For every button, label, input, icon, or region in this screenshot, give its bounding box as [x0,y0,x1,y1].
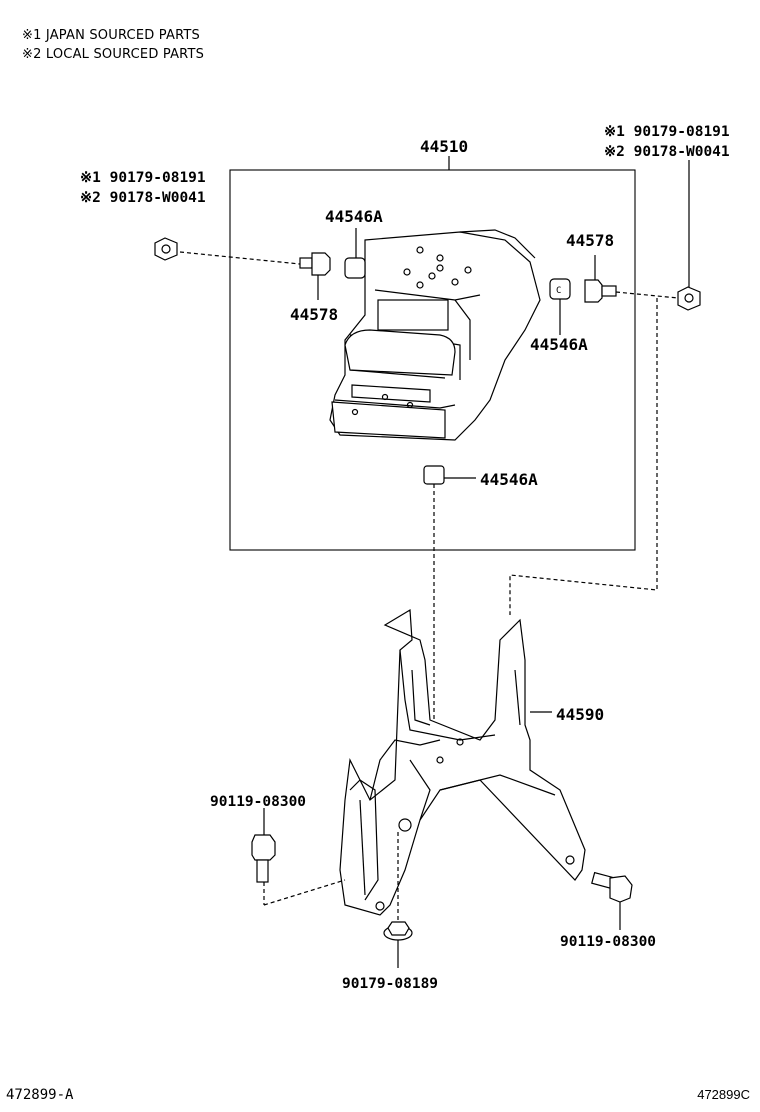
right-lower-bolt-icon [591,871,633,930]
label-right-nut-local: ※2 90178-W0041 [604,144,730,160]
right-flange-nut-icon [677,160,701,311]
label-44546a-top: 44546A [325,207,383,226]
label-44546a-right: 44546A [530,335,588,354]
abs-actuator-icon [329,229,541,441]
label-left-nut-local: ※2 90178-W0041 [80,190,206,206]
label-44546a-bottom: 44546A [480,470,538,489]
legend-local-sourced: ※2 LOCAL SOURCED PARTS [22,47,205,62]
svg-text:C: C [556,286,561,296]
label-44510: 44510 [420,137,468,156]
label-44578-left: 44578 [290,305,338,324]
footer-right-reference: 472899C [697,1087,750,1102]
legend: ※1 JAPAN SOURCED PARTS ※2 LOCAL SOURCED … [22,26,204,64]
right-spacer-icon: C [549,278,571,335]
left-flange-nut-icon [154,237,178,261]
left-bolt-44578-icon [299,252,331,300]
footer-left-reference: 472899-A [6,1087,74,1103]
label-right-nut-japan: ※1 90179-08191 [604,124,730,140]
label-44590: 44590 [556,705,604,724]
left-lower-bolt-icon [251,808,276,883]
right-bolt-44578-icon [584,255,617,303]
assembly-boundary-box [229,169,636,551]
bottom-nut-icon [383,921,413,968]
bracket-44590-icon [339,608,586,916]
label-left-nut-japan: ※1 90179-08191 [80,170,206,186]
label-44578-right: 44578 [566,231,614,250]
label-90119-08300-right: 90119-08300 [560,934,656,950]
label-90119-08300-left: 90119-08300 [210,794,306,810]
top-spacer-icon [344,228,366,279]
label-90179-08189: 90179-08189 [342,976,438,992]
bottom-spacer-icon [423,465,476,485]
legend-japan-sourced: ※1 JAPAN SOURCED PARTS [22,28,200,43]
